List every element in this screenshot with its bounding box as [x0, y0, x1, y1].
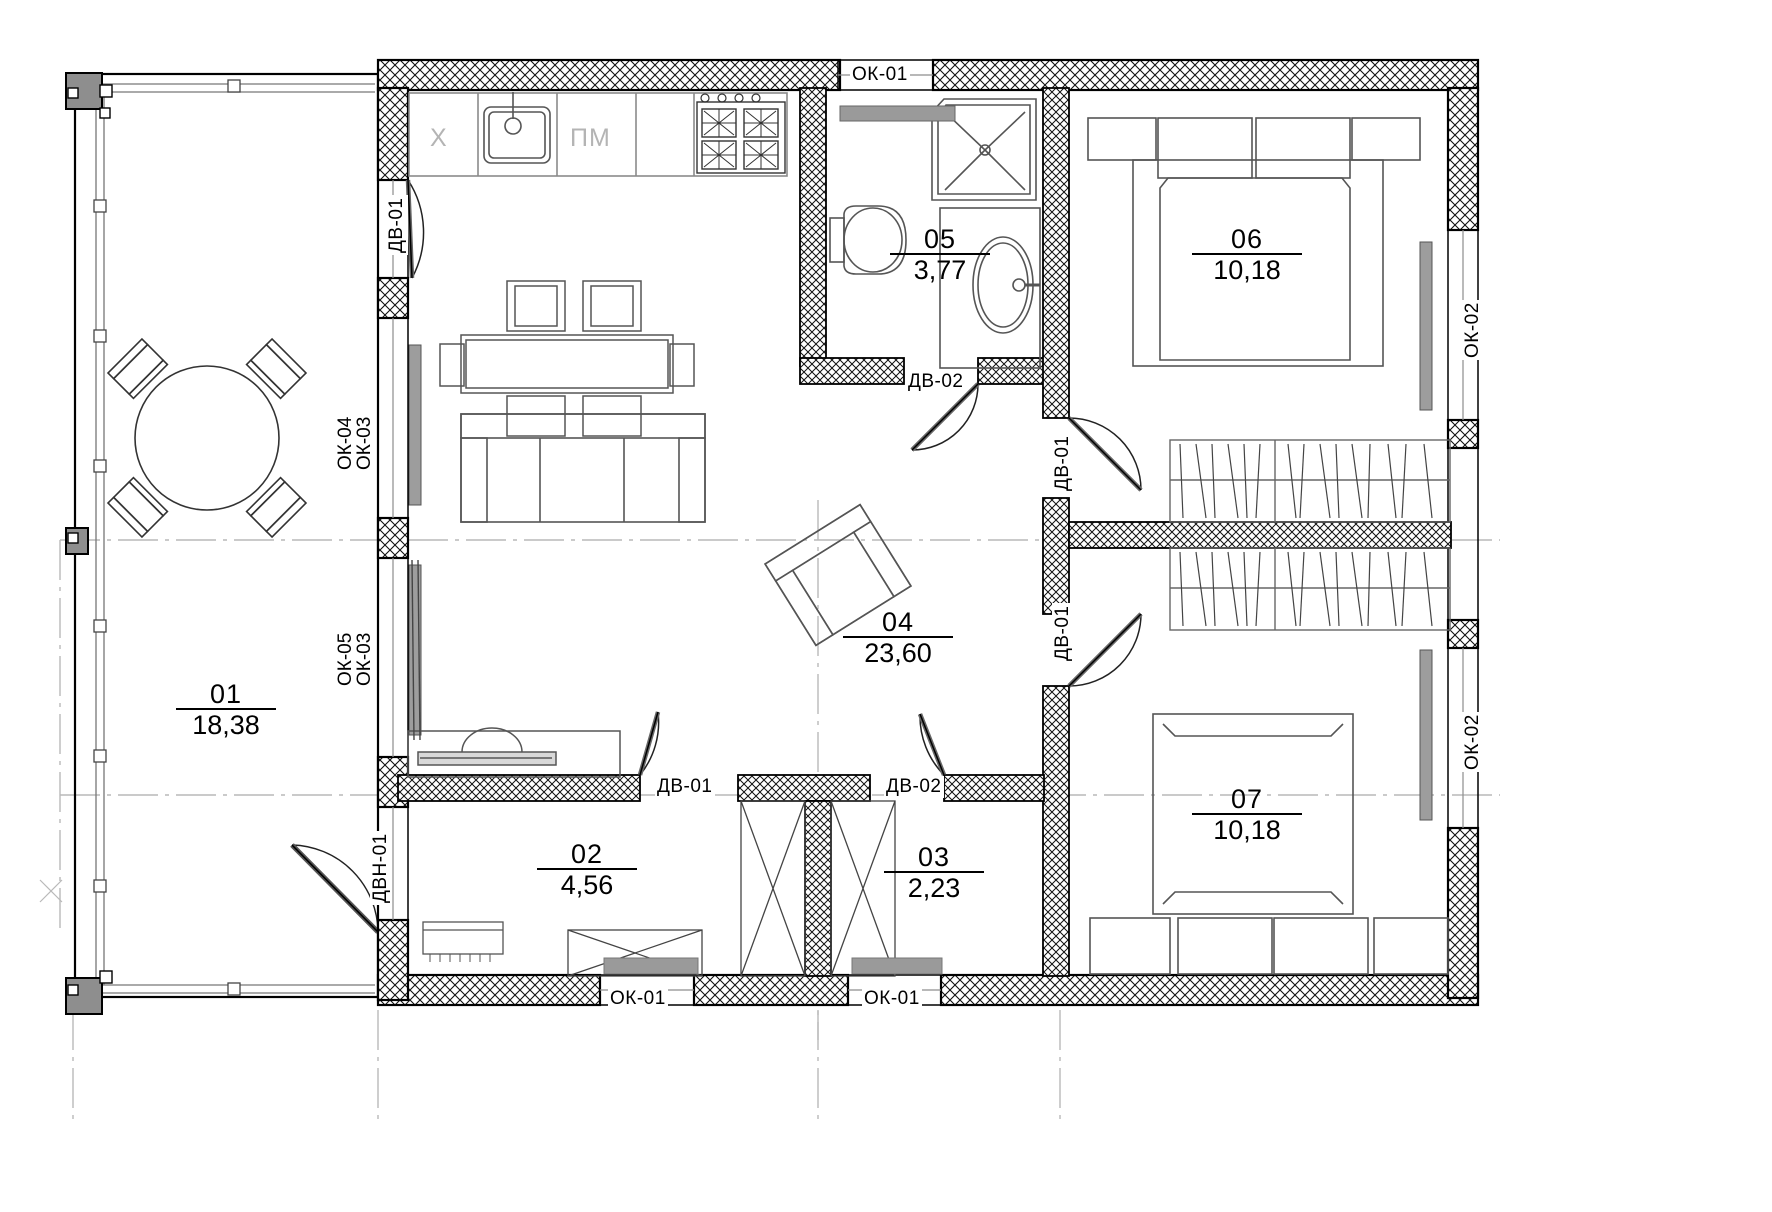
room-number: 07	[1230, 784, 1264, 814]
room-area: 10,18	[1192, 253, 1302, 285]
toilet	[829, 205, 907, 275]
door-tag-dv01-bed06: ДВ-01	[1052, 433, 1074, 493]
door-tag-dvn01: ДВН-01	[370, 831, 392, 905]
window-tag-ok01-bottom-left: ОК-01	[608, 988, 668, 1010]
room-label-03: 03 2,23	[884, 843, 984, 903]
room-label-05: 05 3,77	[890, 225, 990, 285]
room-label-02: 02 4,56	[537, 840, 637, 900]
room-label-01: 01 18,38	[176, 680, 276, 740]
exterior-walls	[376, 58, 1480, 1007]
door-swing-dv02-r03	[917, 713, 947, 776]
room-area: 10,18	[1192, 813, 1302, 845]
radiator-02	[422, 921, 504, 962]
window-tag-ok03-upper: ОК-03	[354, 416, 375, 470]
bed-06	[1087, 117, 1421, 367]
room-number: 05	[923, 224, 957, 254]
kitchen-cooktop	[696, 93, 786, 174]
sliding-door-leaves	[411, 559, 421, 741]
window-tag-ok03-lower: ОК-03	[354, 632, 375, 686]
railing-posts	[93, 79, 241, 996]
wardrobe-upper	[1169, 439, 1451, 523]
window-tag-ok01-bottom-center: ОК-01	[862, 988, 922, 1010]
door-swing-dvn01	[290, 843, 380, 934]
door-swing-dv01-bed06	[1067, 416, 1143, 492]
window-tag-ok02-lower: ОК-02	[1462, 712, 1484, 772]
window-tag-ok04: ОК-04	[335, 416, 356, 470]
room-area: 3,77	[890, 253, 990, 285]
refrigerator-label: Х	[430, 124, 448, 152]
interior-walls	[397, 87, 1452, 977]
room-area: 4,56	[537, 868, 637, 900]
closet-x-doors	[567, 800, 896, 977]
room-number: 06	[1230, 224, 1264, 254]
door-tag-dv02-r03: ДВ-02	[884, 776, 944, 798]
room-number: 02	[570, 839, 604, 869]
room-label-04: 04 23,60	[843, 608, 953, 668]
door-swing-dv01-bed07	[1067, 612, 1143, 688]
window-tag-ok04-ok03: ОК-04 ОК-03	[335, 416, 375, 470]
door-tag-dv02-bath: ДВ-02	[906, 371, 966, 393]
shower-tray	[931, 98, 1037, 201]
room-label-06: 06 10,18	[1192, 225, 1302, 285]
bed-07	[1089, 713, 1449, 975]
door-tag-dv01-left: ДВ-01	[386, 195, 408, 255]
door-tag-dv01-r02: ДВ-01	[655, 776, 715, 798]
window-tag-ok05-ok03: ОК-05 ОК-03	[335, 632, 375, 686]
washbasin	[939, 207, 1041, 369]
room-area: 18,38	[176, 708, 276, 740]
dishwasher-label: ПМ	[570, 124, 611, 152]
tv-console	[407, 727, 621, 778]
room-area: 23,60	[843, 636, 953, 668]
room-number: 04	[881, 607, 915, 637]
room-number: 01	[209, 679, 243, 709]
terrace-structure	[65, 72, 380, 1015]
armchair	[763, 503, 913, 647]
room-label-07: 07 10,18	[1192, 785, 1302, 845]
door-swing-dv01-left	[405, 179, 425, 279]
window-tag-ok05: ОК-05	[335, 632, 356, 686]
window-tag-ok01-top: ОК-01	[850, 64, 910, 86]
sofa	[460, 413, 706, 523]
room-area: 2,23	[884, 871, 984, 903]
door-tag-dv01-bed07: ДВ-01	[1052, 603, 1074, 663]
bathroom-towel-rail	[839, 105, 956, 122]
kitchen-sink	[483, 92, 551, 164]
door-swing-dv02-bath	[910, 382, 980, 452]
terrace-table-and-chairs	[106, 337, 308, 539]
window-tag-ok02-upper: ОК-02	[1462, 300, 1484, 360]
door-swing-dv01-r02	[637, 711, 661, 776]
room-number: 03	[917, 842, 951, 872]
wardrobe-lower	[1169, 547, 1451, 631]
axis-marks	[39, 879, 63, 903]
kitchen-counter	[408, 92, 788, 177]
dining-set	[439, 280, 695, 437]
window-sills	[603, 957, 943, 975]
